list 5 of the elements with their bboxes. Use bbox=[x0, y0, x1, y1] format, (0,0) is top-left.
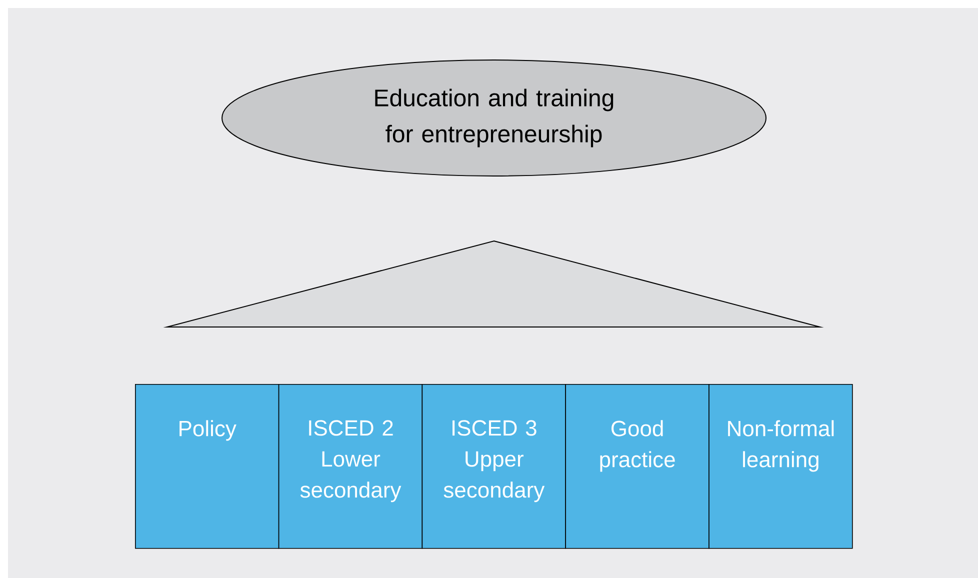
category-box: Non-formal learning bbox=[708, 384, 853, 549]
category-box: ISCED 3 Upper secondary bbox=[422, 384, 566, 549]
category-box: Good practice bbox=[565, 384, 710, 549]
category-box: ISCED 2 Lower secondary bbox=[278, 384, 423, 549]
category-box: Policy bbox=[135, 384, 280, 549]
